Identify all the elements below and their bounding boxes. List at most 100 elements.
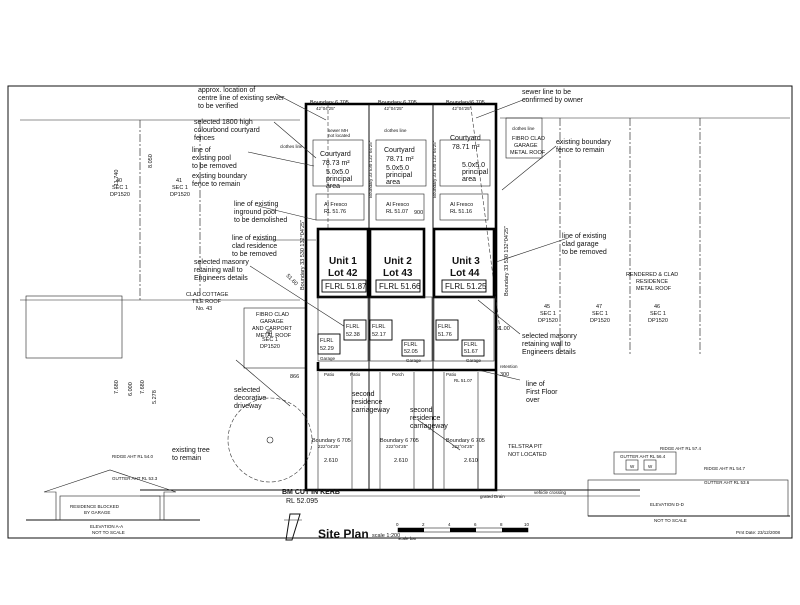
note-telstra: TELSTRA PIT NOT LOCATED xyxy=(508,444,547,458)
boundary-top-1: Boundary 6 705 xyxy=(310,100,349,106)
neighbour-fibro-garage-right: FIBRO CLAD GARAGE METAL ROOF xyxy=(510,136,547,156)
boundary-bottom-2: Boundary 6 705 xyxy=(380,438,419,444)
dim-8050: 8.050 xyxy=(148,154,154,168)
unit-3-lot: Lot 44 xyxy=(450,268,480,279)
unit-3-flrl: FLRL 51.25 xyxy=(445,282,487,291)
bearing-top-3: 42°04'25" xyxy=(452,106,472,111)
elev-d-window-1: W xyxy=(630,464,635,469)
neighbour-lot-48: 48 SEC 1 DP1520 xyxy=(260,330,280,350)
neighbour-cottage: CLAD COTTAGE TILE ROOF No. 43 xyxy=(186,292,230,312)
note-carriageway-a: second residence carriageway xyxy=(352,391,390,414)
level-3: FLRL 51.76 xyxy=(438,324,453,338)
alfresco-1 xyxy=(315,193,365,221)
dim-street-3: 2.610 xyxy=(464,458,478,464)
elevation-d-d xyxy=(587,451,790,517)
dim-7680b: 7.680 xyxy=(140,380,146,394)
kerb-bm-rl: RL 52.095 xyxy=(286,498,318,505)
print-date: Prnt Date: 23/12/2008 xyxy=(736,530,781,535)
dim-street-1: 2.610 xyxy=(324,458,338,464)
garage-2-label: Garage xyxy=(406,358,422,363)
clothes-line-1: clothes line xyxy=(280,144,303,149)
scale-bar-label: scale bar xyxy=(398,536,417,541)
elev-d-window-2: W xyxy=(648,464,653,469)
garage-3-label: Garage xyxy=(466,358,482,363)
contour-51-00: 51.00 xyxy=(496,326,510,332)
courtyard-2-label: Courtyard 78.71 m² 5.0x5.0 principal are… xyxy=(384,147,417,186)
dim-11740: 11.740 xyxy=(114,170,120,186)
clothes-line-2: clothes line xyxy=(384,128,407,133)
scale-tick-4: 4 xyxy=(448,522,451,527)
contour-51-60: 51.60 xyxy=(285,273,299,287)
elev-d-name: ELEVATION D-D xyxy=(650,502,685,507)
neighbour-lot-46: 46 SEC 1 DP1520 xyxy=(648,304,668,324)
patio-1: Patio xyxy=(324,372,335,377)
bearing-bottom-3: 222°04'25" xyxy=(452,444,474,449)
sewer-mh-label: sewer MH xyxy=(328,128,348,133)
elev-a-name: ELEVATION A-A xyxy=(90,524,123,529)
note-retaining-right: selected masonry retaining wall to Engin… xyxy=(522,333,579,356)
unit-2-lot: Lot 43 xyxy=(383,268,413,279)
bearing-top-2: 42°04'25" xyxy=(384,106,404,111)
note-carriageway-b: second residence carriageway xyxy=(410,407,448,430)
existing-tree-canopy xyxy=(227,397,313,483)
courtyard-3 xyxy=(439,139,491,187)
first-floor-line xyxy=(316,362,496,372)
fibro-garage-right-outline xyxy=(505,117,543,159)
elev-a-scale: NOT TO SCALE xyxy=(92,530,125,535)
scale-tick-8: 8 xyxy=(500,522,503,527)
courtyard-1 xyxy=(312,139,364,187)
boundary-top-3: Boundary 6 705 xyxy=(446,100,485,106)
elev-a-gutter: GUTTER AHT RL 53.3 xyxy=(112,476,158,481)
elev-a-garage2: BY GARAGE xyxy=(84,510,110,515)
scale-tick-2: 2 xyxy=(422,522,425,527)
neighbour-lot-45: 45 SEC 1 DP1520 xyxy=(538,304,558,324)
level-1: FLRL 52.38 xyxy=(346,324,361,338)
boundary-bottom-3: Boundary 6 705 xyxy=(446,438,485,444)
patio-3: Patio xyxy=(446,372,457,377)
boundary-mid-b: Boundary 33 530 132°04'25" xyxy=(432,140,437,198)
dim-300: 300 xyxy=(500,372,509,378)
boundary-left: Boundary 33 530 132°04'25" xyxy=(300,220,306,290)
neighbour-fibro-garage: FIBRO CLAD GARAGE AND CARPORT METAL ROOF xyxy=(252,312,293,339)
alfresco-2-label: Al Fresco RL 51.07 xyxy=(386,202,411,215)
scale-tick-0: 0 xyxy=(396,522,399,527)
kerb-bm-label: BM CUT IN KERB xyxy=(282,489,340,496)
elev-d-ridge: RIDGE AHT RL 57.4 xyxy=(660,446,702,451)
elev-d-scale: NOT TO SCALE xyxy=(654,518,687,523)
clothes-line-3: clothes line xyxy=(512,126,535,131)
note-first-floor: line of First Floor over xyxy=(526,381,559,404)
courtyard-2 xyxy=(375,139,427,187)
unit-1-flrl: FLRL 51.87 xyxy=(325,282,367,291)
courtyard-1-label: Courtyard 78.73 m² 5.0x5.0 principal are… xyxy=(320,151,354,190)
unit-1-name: Unit 1 xyxy=(329,256,357,267)
note-inground-pool: line of existing inground pool to be dem… xyxy=(234,201,287,224)
dim-7680: 7.680 xyxy=(114,380,120,394)
courtyard-3-label: Courtyard 78.71 m² 5.0x5.0 principal are… xyxy=(450,135,490,183)
unit-2-flrl: FLRL 51.66 xyxy=(379,282,421,291)
elev-a-garage: RESIDENCE BLOCKED xyxy=(70,504,120,509)
note-clad-garage: line of existing clad garage to be remov… xyxy=(562,233,608,256)
alfresco-1-label: Al Fresco RL 51.76 xyxy=(324,202,349,215)
note-tree: existing tree to remain xyxy=(172,447,212,462)
garage-1-label: Garage xyxy=(320,356,336,361)
neighbour-rendered: RENDERED & CLAD RESIDENCE METAL ROOF xyxy=(626,272,680,292)
note-pool-removed: line of existing pool to be removed xyxy=(192,147,237,170)
dim-street-2: 2.610 xyxy=(394,458,408,464)
boundary-bottom-1: Boundary 6 705 xyxy=(312,438,351,444)
note-driveway: selected decorative driveway xyxy=(234,387,268,410)
elev-d-gutter2: GUTTER AHT RL 53.6 xyxy=(704,480,750,485)
bearing-top-1: 42°04'25" xyxy=(316,106,336,111)
vehicle-crossing-label: vehicle crossing xyxy=(534,490,567,495)
neighbour-lot-40: 40 SEC 1 DP1520 xyxy=(110,178,130,198)
unit-1-lot: Lot 42 xyxy=(328,268,358,279)
elev-d-ridge2: RIDGE AHT RL 54.7 xyxy=(704,466,746,471)
scale-tick-6: 6 xyxy=(474,522,477,527)
retention-label: retention xyxy=(500,364,518,369)
elev-a-ridge: RIDGE AHT RL 54.0 xyxy=(112,454,154,459)
bearing-bottom-2: 222°04'25" xyxy=(386,444,408,449)
sheet-border xyxy=(7,85,793,539)
patio-rl: RL 51.07 xyxy=(454,378,473,383)
